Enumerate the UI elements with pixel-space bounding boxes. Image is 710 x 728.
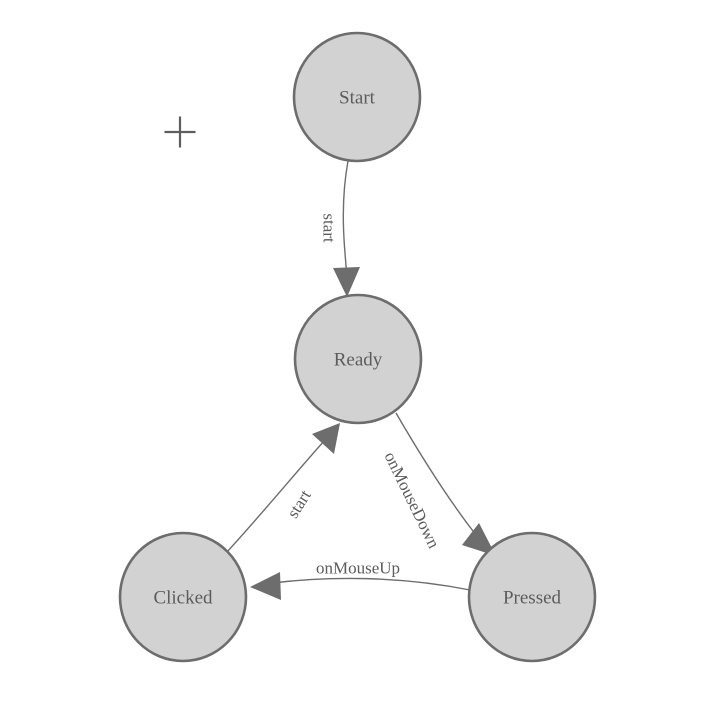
edge-label-ready-to-pressed: onMouseDown: [380, 449, 443, 552]
edge-ready-to-pressed[interactable]: onMouseDown: [380, 412, 496, 556]
edge-line[interactable]: [342, 160, 349, 277]
node-shape[interactable]: [293, 293, 423, 425]
edge-line[interactable]: [271, 577, 471, 591]
node-label-ready: Ready: [334, 350, 383, 371]
node-ready[interactable]: Ready: [293, 293, 423, 425]
edge-start-to-ready[interactable]: start: [320, 160, 361, 297]
edge-line[interactable]: [395, 412, 481, 541]
edge-clicked-to-ready[interactable]: start: [225, 423, 340, 554]
node-clicked[interactable]: Clicked: [118, 531, 248, 663]
edge-label-pressed-to-clicked: onMouseUp: [316, 559, 400, 578]
arrowhead-icon: [250, 572, 281, 600]
edge-pressed-to-clicked[interactable]: onMouseUp: [250, 559, 471, 601]
node-label-start: Start: [339, 88, 376, 109]
edge-line[interactable]: [225, 439, 326, 554]
edge-label-start-to-ready: start: [320, 213, 339, 243]
node-label-clicked: Clicked: [153, 588, 213, 609]
arrowhead-icon: [462, 523, 496, 556]
node-start[interactable]: Start: [292, 31, 422, 163]
node-pressed[interactable]: Pressed: [467, 531, 597, 663]
nodes-layer: Start Ready Clicked Pressed: [118, 31, 597, 663]
arrowhead-icon: [333, 267, 360, 297]
edge-label-clicked-to-ready: start: [283, 486, 315, 521]
crosshair-icon[interactable]: [164, 116, 196, 148]
node-shape[interactable]: [118, 531, 248, 663]
arrowhead-icon: [312, 423, 340, 454]
node-shape[interactable]: [467, 531, 597, 663]
node-shape[interactable]: [292, 31, 422, 163]
node-label-pressed: Pressed: [503, 588, 562, 609]
